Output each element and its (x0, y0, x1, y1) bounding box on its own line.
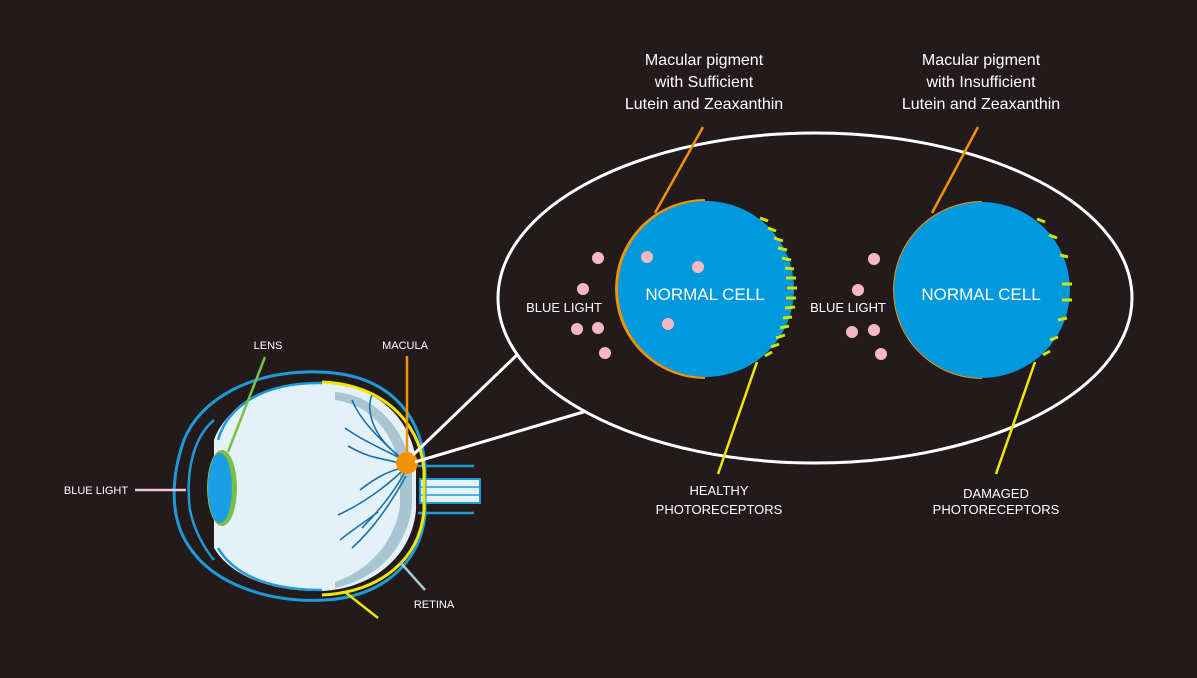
lens-label: LENS (254, 340, 283, 352)
left-caption-line-3: Lutein and Zeaxanthin (625, 96, 783, 113)
left-caption-line-1: Macular pigment (645, 52, 764, 69)
lens-pointer (226, 356, 267, 453)
sclera-outline (172, 370, 427, 602)
retina-pointer (399, 561, 426, 591)
eye-blue-light-label: BLUE LIGHT (64, 485, 128, 497)
retina-layer (335, 392, 412, 588)
left-cell-body (618, 201, 794, 377)
right-caption-line-3: Lutein and Zeaxanthin (902, 96, 1060, 113)
pigment-layer (321, 380, 426, 597)
eyeball (214, 382, 416, 592)
zoom-line-bottom (414, 408, 591, 464)
left-blue-light-particles (571, 251, 704, 359)
damaged-photoreceptors (1036, 217, 1072, 357)
retinal-vessels (337, 394, 407, 549)
right-photoreceptor-pointer (994, 361, 1037, 475)
pigment-pointer (344, 591, 379, 619)
right-caption-line-1: Macular pigment (922, 52, 1041, 69)
healthy-cell-group: Macular pigment with Sufficient Lutein a… (526, 52, 797, 517)
left-photoreceptor-line-2: PHOTORECEPTORS (656, 502, 783, 517)
damaged-cell-group: Macular pigment with Insufficient Lutein… (810, 52, 1072, 517)
macula-spot (396, 452, 418, 474)
left-caption-pointer (653, 126, 705, 214)
eye-cross-section: LENS MACULA RETINA BLUE LIGHT (64, 340, 481, 619)
left-photoreceptor-pointer (716, 361, 759, 475)
right-photoreceptor-line-1: DAMAGED (963, 486, 1029, 501)
retina-label: RETINA (414, 599, 455, 611)
left-photoreceptor-line-1: HEALTHY (690, 483, 749, 498)
right-blue-light-label: BLUE LIGHT (810, 300, 886, 315)
right-cell-label: NORMAL CELL (921, 285, 1040, 304)
left-caption-line-2: with Sufficient (654, 74, 754, 91)
healthy-photoreceptors (759, 216, 797, 358)
zoom-line-top (411, 350, 522, 457)
optic-nerve (418, 464, 481, 515)
right-photoreceptor-line-2: PHOTORECEPTORS (933, 502, 1060, 517)
left-blue-light-label: BLUE LIGHT (526, 300, 602, 315)
left-cell-label: NORMAL CELL (645, 285, 764, 304)
macula-label: MACULA (382, 340, 429, 352)
right-cell-body (894, 202, 1070, 378)
right-caption-line-2: with Insufficient (925, 74, 1036, 91)
right-blue-light-particles (846, 253, 887, 360)
right-caption-pointer (930, 126, 980, 214)
cornea (187, 419, 215, 561)
